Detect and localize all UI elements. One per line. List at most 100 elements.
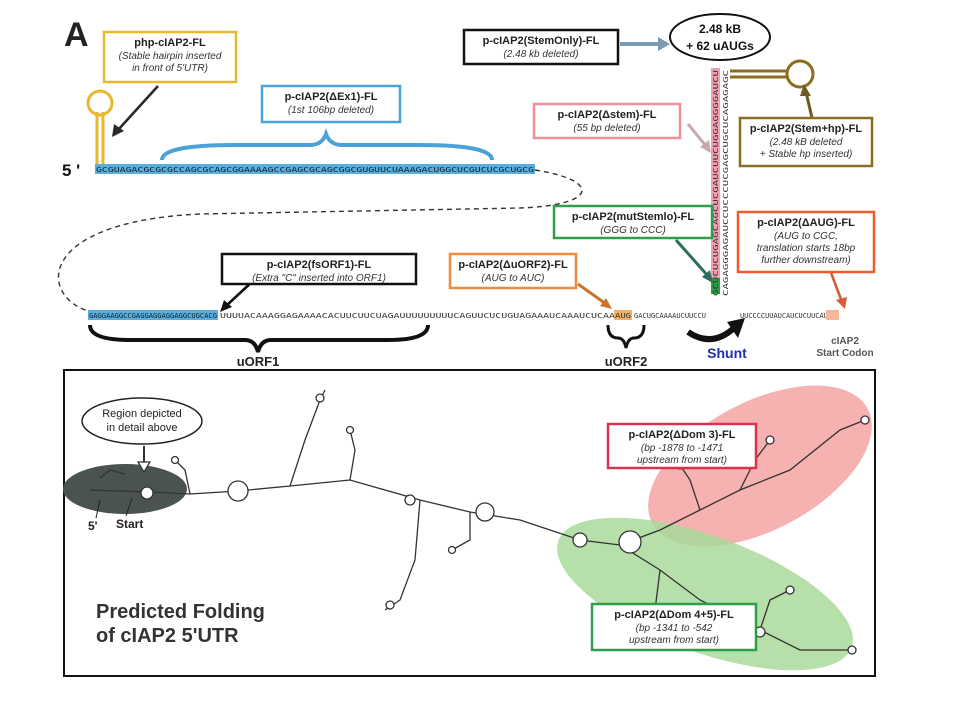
top-sequence: GCGUAGACGCGCGCCAGCGCAGCGGAAAAGCCGAGCGCAG… (96, 165, 534, 174)
five-prime-label: 5 ' (62, 161, 80, 180)
stem-hp-hairpin-icon (730, 59, 815, 89)
start-pointer (125, 497, 133, 517)
fold-title-line1: Predicted Folding (96, 601, 265, 623)
uorf1-label: uORF1 (237, 354, 280, 369)
fold-loop (847, 645, 857, 655)
rna-fold-structure (89, 389, 866, 651)
uorf2-codon: AUG (615, 312, 631, 320)
fold-loop (315, 393, 325, 403)
fold-loop (618, 530, 642, 554)
construct-box-fsorf1: p-cIAP2(fsORF1)-FL(Extra "C" inserted in… (220, 252, 418, 286)
five-prime-pointer (95, 499, 101, 519)
daug-arrow (828, 269, 844, 303)
region-shade-dark (63, 464, 187, 514)
construct-box-daug: p-cIAP2(ΔAUG)-FL (AUG to CGC,translation … (736, 210, 876, 274)
construct-box-ddom45: p-cIAP2(ΔDom 4+5)-FL(bp -1341 to -542ups… (590, 602, 758, 652)
construct-detail: (bp -1878 to -1471 (641, 443, 723, 454)
construct-title: p-cIAP2(ΔuORF2)-FL (458, 259, 568, 271)
region-callout-line1: Region depicted (102, 408, 182, 420)
construct-box-frame (102, 30, 238, 84)
stem-left-sequence: GCUCUCUGAGCAGCUCGAUCUUCUGGAGGGGAUCU (712, 70, 720, 296)
construct-box-frame (448, 252, 578, 290)
construct-detail: (1st 106bp deleted) (288, 105, 374, 116)
region-callout-bubble (81, 397, 203, 445)
bubble-line1: 2.48 kB (699, 22, 741, 36)
construct-detail: translation starts 18bp (757, 243, 856, 254)
stem-left-highlight (711, 68, 720, 278)
panel-label: A (64, 16, 89, 54)
construct-detail: (GGG to CCC) (600, 225, 666, 236)
region-down-arrow-icon (136, 446, 152, 474)
construct-title: p-cIAP2(StemOnly)-FL (483, 35, 600, 47)
construct-box-dex1: p-cIAP2(ΔEx1)-FL(1st 106bp deleted) (260, 84, 402, 124)
uorf1-highlight (88, 310, 218, 320)
bottom-sequence: UUUUACAAAGGAGAAAACACUUCUUCUAGAUUUUUUUUUC… (220, 312, 616, 320)
fold-title-line2: of cIAP2 5'UTR (96, 625, 239, 647)
construct-title: p-cIAP2(Δstem)-FL (558, 109, 657, 121)
uorf2-label: uORF2 (605, 354, 648, 369)
php-arrow (117, 85, 159, 131)
dashed-connector (57, 169, 583, 313)
fold-five-prime: 5' (88, 519, 98, 533)
construct-detail: upstream from start) (629, 635, 719, 646)
construct-detail: + Stable hp inserted) (760, 149, 853, 160)
deletion-bubble: 2.48 kB + 62 uAUGs (669, 13, 771, 61)
top-strand-orf-highlight (95, 164, 535, 174)
construct-title: php-cIAP2-FL (134, 37, 206, 49)
fold-loop (227, 480, 249, 502)
construct-detail: (AUG to AUC) (482, 273, 545, 284)
construct-box-mutstem: p-cIAP2(mutStemlo)-FL (GGG to CCC) (552, 204, 714, 240)
construct-box-frame (590, 602, 758, 652)
mutstem-highlight (711, 278, 720, 294)
mutstem-arrow (674, 239, 710, 277)
construct-title: p-cIAP2(mutStemlo)-FL (572, 211, 695, 223)
construct-detail: (Stable hairpin inserted (119, 51, 222, 62)
shunt-label: Shunt (707, 345, 747, 361)
construct-title: p-cIAP2(Stem+hp)-FL (750, 123, 862, 135)
fold-loop (785, 585, 795, 595)
stem-right-sequence: CAGAGGGAGAUCCUCCCUCGAGCUGCUCAGAGAGC (722, 70, 730, 296)
construct-box-stemonly: p-cIAP2(StemOnly)-FL (2.48 kb deleted) (462, 28, 620, 66)
construct-detail: (Extra "C" inserted into ORF1) (252, 273, 386, 284)
dex1-brace (160, 128, 494, 161)
fold-loop (447, 545, 457, 555)
construct-box-dstem: p-cIAP2(Δstem)-FL(55 bp deleted) (532, 102, 682, 140)
start-codon-highlight (826, 310, 839, 320)
start-region-sequence: UUCCCCUUAUCAUCUCUUCAUG (740, 312, 832, 320)
construct-box-frame (220, 252, 418, 286)
fold-loop (572, 532, 588, 548)
shunt-arrow-icon (686, 318, 745, 342)
bubble-line2: + 62 uAUGs (686, 39, 754, 53)
uorf2-brace (606, 324, 646, 349)
construct-box-frame (462, 28, 620, 66)
fold-start-label: Start (116, 517, 143, 531)
after-uorf2-sequence: GACUGCAAAAUCUUCCU (634, 312, 706, 320)
fold-loop (475, 502, 495, 522)
construct-title: p-cIAP2(ΔDom 3)-FL (629, 429, 736, 441)
construct-box-frame (552, 204, 714, 240)
fold-loop (404, 494, 416, 506)
construct-detail: upstream from start) (637, 455, 727, 466)
construct-detail: (2.48 kB deleted (770, 137, 843, 148)
construct-box-frame (736, 210, 876, 274)
stemhp-arrow (804, 91, 814, 119)
construct-detail: further downstream) (761, 255, 850, 266)
uorf2-highlight (614, 310, 632, 320)
construct-detail: (AUG to CGC, (774, 231, 838, 242)
region-callout-line2: in detail above (107, 422, 178, 434)
stable-hairpin-icon (86, 89, 114, 164)
construct-title: p-cIAP2(ΔAUG)-FL (757, 217, 855, 229)
dstem-arrow (686, 123, 708, 147)
construct-title: p-cIAP2(ΔDom 4+5)-FL (614, 609, 734, 621)
fold-loop (170, 455, 180, 465)
fold-loop (345, 425, 355, 435)
construct-box-stemhp: p-cIAP2(Stem+hp)-FL (2.48 kB deleted+ Sta… (738, 116, 874, 168)
domain-4-5-shade (557, 517, 853, 671)
duorf2-arrow (577, 282, 607, 306)
construct-box-frame (532, 102, 682, 140)
construct-box-frame (606, 422, 758, 470)
construct-detail: (2.48 kb deleted) (503, 49, 578, 60)
